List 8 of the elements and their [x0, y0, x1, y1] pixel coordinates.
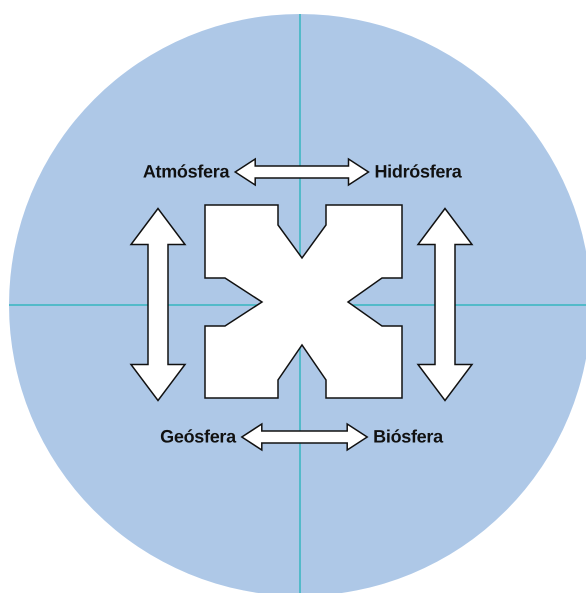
sphere-label: Geósfera — [160, 426, 236, 448]
double-block-arrow — [234, 158, 370, 186]
sphere-label: Atmósfera — [142, 162, 230, 182]
sphere-label: Biósfera — [373, 426, 443, 448]
double-block-arrow — [130, 207, 186, 402]
double-block-arrow — [416, 207, 474, 402]
sphere-label: Hidrósfera — [374, 162, 462, 182]
double-block-arrow — [240, 422, 369, 452]
